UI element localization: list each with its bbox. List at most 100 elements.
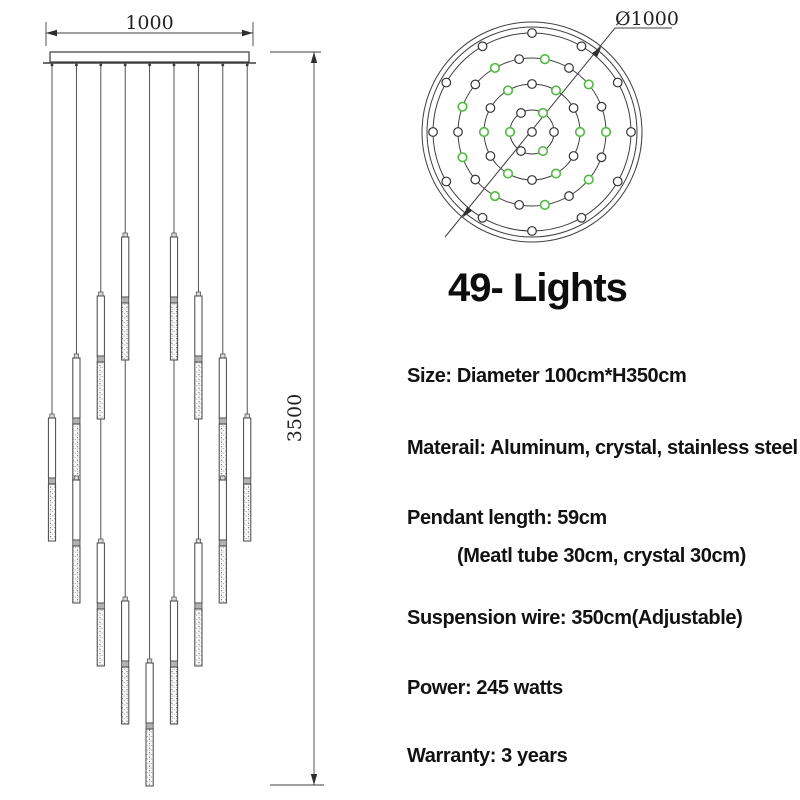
light-position-green [489,190,501,202]
pendant-joint-band [72,417,81,425]
pendant-joint-band [145,722,154,730]
light-position-black [596,101,607,112]
product-title: 49- Lights [448,266,628,310]
wire-attachment-dot [172,63,176,67]
pendant-crystal-tube [218,423,227,482]
light-position-green [478,126,490,138]
dimension-arrowhead [242,29,253,37]
pendant-top-cap [220,475,226,481]
pendant-light [121,596,130,725]
light-position-green [537,107,549,119]
light-position-black [470,79,481,90]
pendant-light [96,538,105,667]
light-position-black [568,103,579,113]
pendant-light [169,596,179,725]
pendant-crystal-tube [194,608,203,667]
dimension-arrowhead [310,52,318,63]
ceiling-canopy [49,51,250,63]
light-position-black [626,127,636,137]
light-position-black [441,77,452,88]
pendant-light [72,475,81,604]
pendant-metal-tube [194,295,203,357]
pendant-joint-band [218,417,227,425]
dimension-arrowhead [591,46,602,58]
pendant-top-cap [147,658,153,664]
spec-material: Materail: Aluminum, crystal, stainless s… [407,437,798,459]
light-position-black [527,127,537,137]
pendant-top-cap [171,232,177,238]
light-position-green [539,54,550,65]
wire-attachment-dot [123,63,127,67]
pendant-metal-tube [218,357,227,419]
light-position-green [504,126,516,138]
pendant-light [169,232,179,361]
pendant-crystal-tube [145,728,154,787]
light-position-black [470,174,481,185]
pendant-top-cap [122,596,128,602]
light-position-black [527,226,537,236]
pendant-light [218,475,227,604]
dimension-arrowhead [46,29,57,37]
pendant-joint-band [72,539,81,547]
pendant-joint-band [169,660,178,668]
pendant-metal-tube [218,479,227,541]
spec-suspension-wire: Suspension wire: 350cm(Adjustable) [407,607,743,629]
spec-warranty: Warranty: 3 years [407,745,568,767]
pendant-crystal-tube [169,666,179,725]
pendant-joint-band [96,355,105,363]
diameter-leader-line [444,27,672,238]
pendant-top-cap [98,291,104,297]
pendant-metal-tube [243,417,252,479]
light-position-black [485,151,496,161]
light-position-black [477,212,488,223]
pendant-light [72,353,81,482]
pendant-top-cap [220,353,226,359]
wire-attachment-dot [221,63,225,67]
light-position-green [502,168,514,179]
width-dimension-label: 1000 [125,12,173,34]
light-position-black [576,41,587,52]
pendant-crystal-tube [72,423,81,482]
spec-pendant-length: Pendant length: 59cm [407,507,607,529]
plate-outline-circle [421,21,643,243]
pendant-joint-band [121,660,130,668]
pendant-crystal-tube [218,545,227,604]
pendant-light [145,658,154,787]
light-position-green [600,126,612,138]
dimension-arrowhead [310,774,318,785]
pendant-crystal-tube [194,361,203,420]
pendant-joint-band [48,477,57,485]
height-dimension-label: 3500 [284,394,306,442]
light-position-black [568,151,579,161]
pendant-top-cap [195,538,201,544]
pendant-metal-tube [121,600,130,662]
pendant-crystal-tube [169,302,179,361]
diameter-dimension-label: Ø1000 [615,8,679,30]
wire-attachment-dot [197,63,200,67]
spec-size: Size: Diameter 100cm*H350cm [407,365,687,387]
wire-attachment-dot [75,63,78,67]
light-position-green [489,62,501,74]
pendant-top-cap [49,413,55,419]
pendant-crystal-tube [243,483,252,542]
light-position-black [576,212,587,223]
pendant-top-cap [195,291,201,297]
pendant-crystal-tube [96,608,105,667]
light-position-black [453,127,463,137]
light-position-black [441,176,452,187]
light-position-black [527,79,537,89]
wire-attachment-dot [99,63,103,67]
pendant-crystal-tube [72,545,81,604]
pendant-joint-band [243,477,252,485]
light-position-black [596,152,607,163]
light-position-green [457,152,468,163]
pendant-metal-tube [169,600,179,662]
pendant-light [194,538,203,667]
light-position-black [514,54,525,65]
light-position-black [527,28,537,38]
light-position-green [583,174,594,185]
pendant-metal-tube [96,542,105,604]
wire-attachment-dot [245,63,249,67]
light-position-green [583,79,594,90]
